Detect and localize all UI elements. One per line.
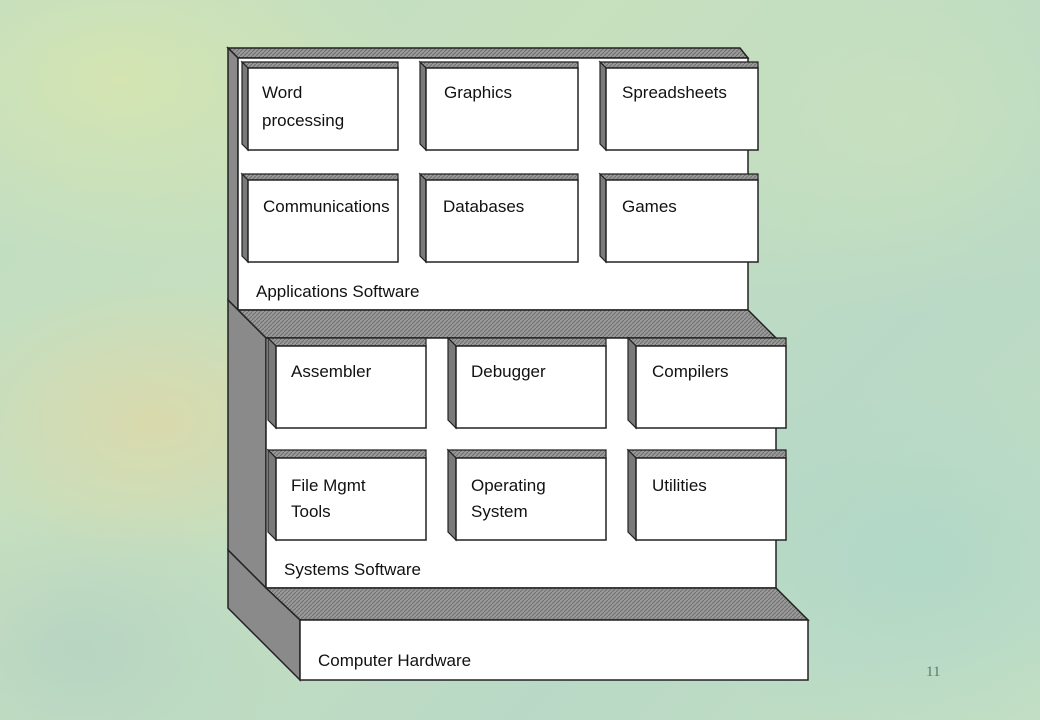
app-box-communications: Communications [240,172,399,264]
hardware-layer-front [299,619,809,681]
hardware-layer-top [264,587,810,621]
sys-box-label-line2: System [471,502,528,521]
app-box-word-processing: Word processing [240,60,399,152]
sys-box-label: Debugger [471,362,546,381]
sys-box-label-line2: Tools [291,502,331,521]
app-box-databases: Databases [418,172,579,264]
systems-layer-side [227,298,267,590]
sys-box-compilers: Compilers [626,336,787,430]
app-box-label: Graphics [444,83,512,102]
hardware-layer-title: Computer Hardware [318,651,471,670]
sys-box-operating-system: Operating System [446,448,607,542]
sys-box-label: Operating [471,476,546,495]
sys-box-label: Assembler [291,362,372,381]
systems-layer-top [236,309,778,339]
sys-box-utilities: Utilities [626,448,787,542]
app-box-games: Games [598,172,759,264]
app-box-label-line2: processing [262,111,344,130]
sys-box-label: File Mgmt [291,476,366,495]
app-box-label: Games [622,197,677,216]
app-box-spreadsheets: Spreadsheets [598,60,759,152]
sys-box-debugger: Debugger [446,336,607,430]
app-box-label: Word [262,83,302,102]
hardware-layer [227,548,810,682]
sys-box-label: Utilities [652,476,707,495]
applications-layer-side [227,46,239,312]
sys-box-file-mgmt-tools: File Mgmt Tools [266,448,427,542]
app-box-label: Spreadsheets [622,83,727,102]
app-box-label: Communications [263,197,390,216]
applications-layer-top [226,47,750,59]
sys-box-label: Compilers [652,362,729,381]
applications-layer-title: Applications Software [256,282,419,301]
app-box-label: Databases [443,197,524,216]
slide-number: 11 [926,664,941,680]
systems-layer-title: Systems Software [284,560,421,579]
sys-box-assembler: Assembler [266,336,427,430]
app-box-graphics: Graphics [418,60,579,152]
